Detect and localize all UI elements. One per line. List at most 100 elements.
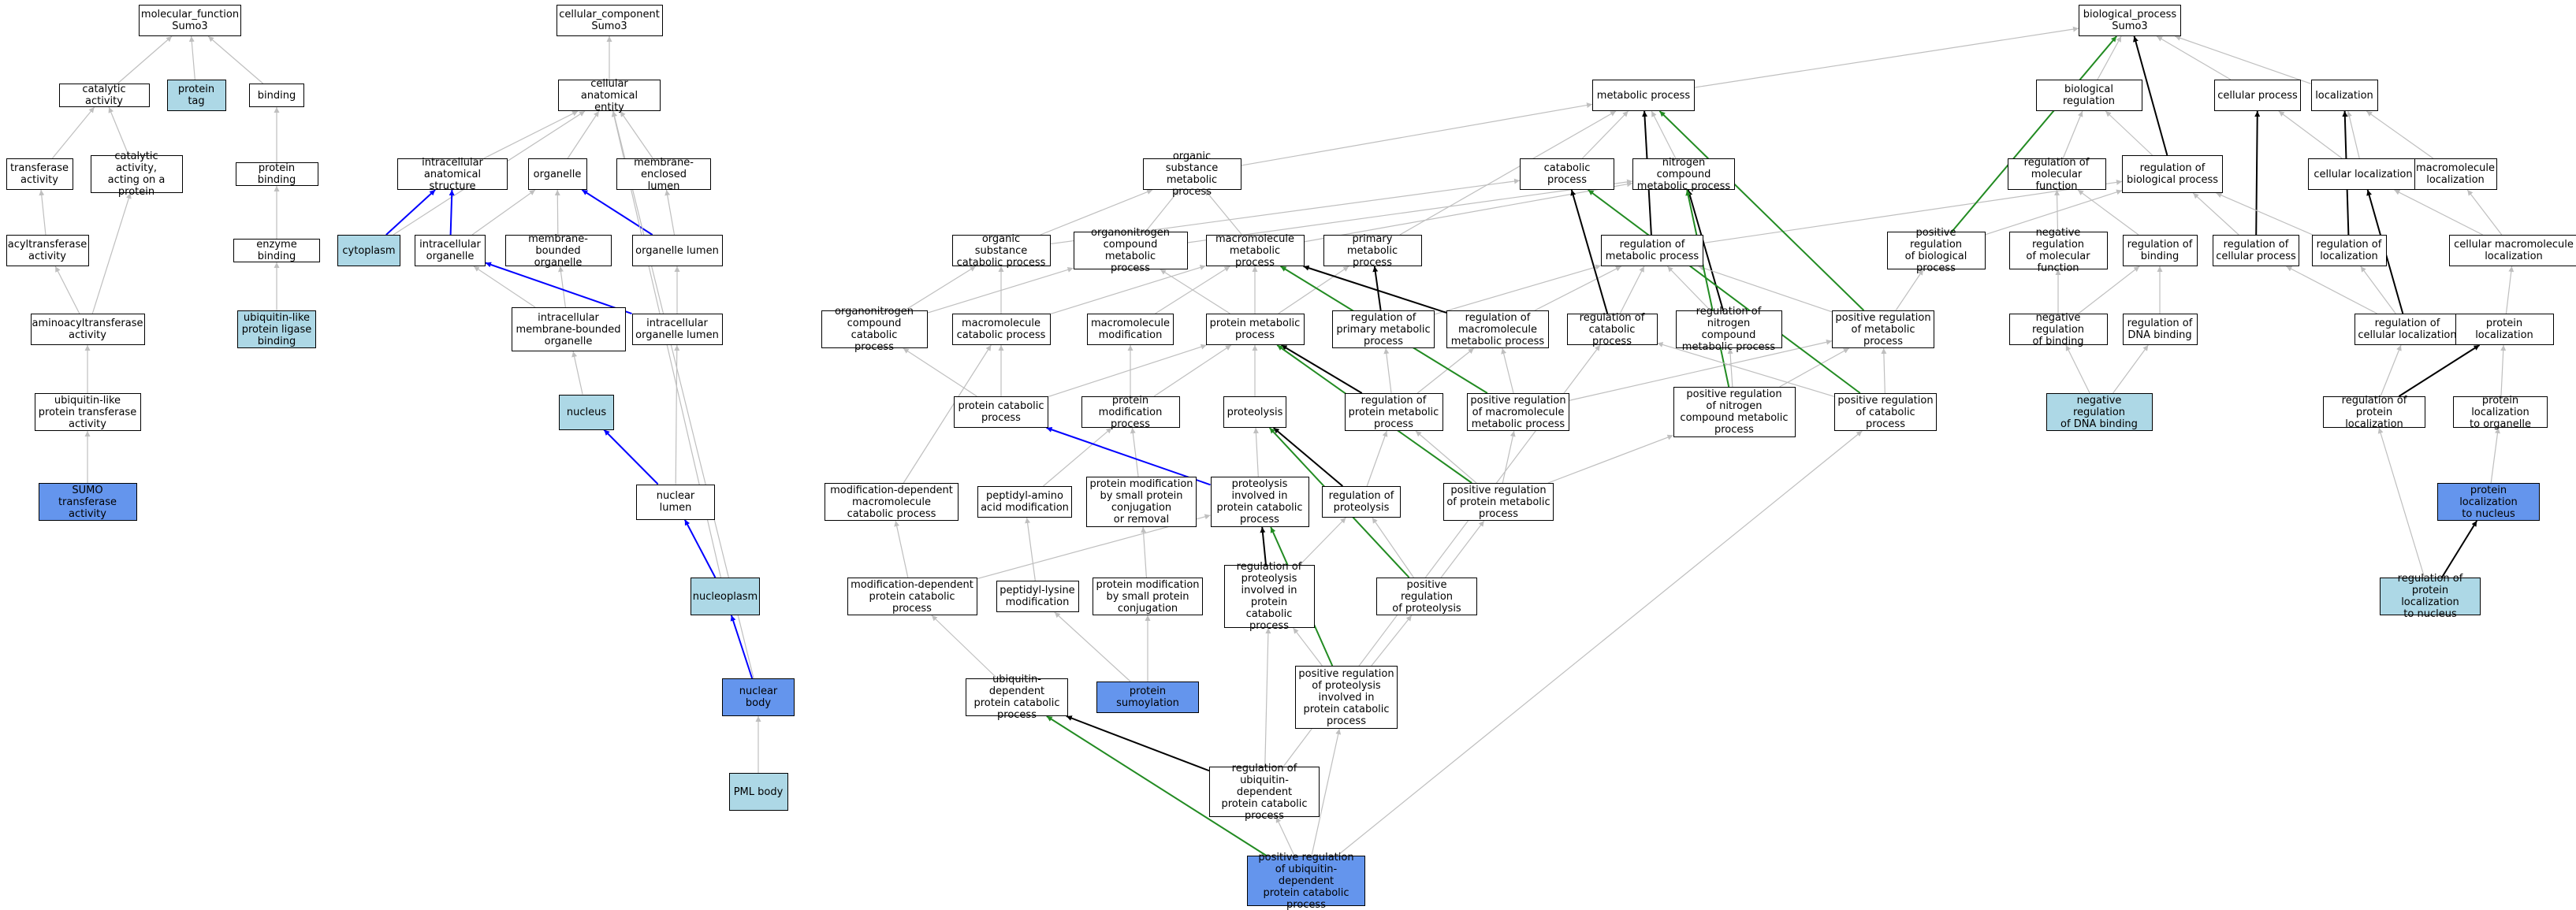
go-term-macroloc[interactable]: macromolecule localization [2414,158,2497,190]
edge-posregmet-to-posregbp [1895,269,1924,311]
go-term-ubdpcp[interactable]: ubiquitin-dependent protein catabolic pr… [966,674,1068,721]
go-term-regncmp[interactable]: regulation of nitrogen compound metaboli… [1675,306,1782,353]
go-term-ublike[interactable]: ubiquitin-like protein transferase activ… [34,393,141,431]
go-term-negregbind[interactable]: negative regulation of binding [2008,312,2108,347]
go-term-protcat[interactable]: protein catabolic process [954,396,1048,428]
go-term-binding[interactable]: binding [249,84,304,107]
go-term-regcloc[interactable]: regulation of cellular localization [2354,314,2461,345]
go-term-bioreg[interactable]: biological regulation [2035,80,2142,111]
go-term-negregdna[interactable]: negative regulation of DNA binding [2046,393,2153,431]
go-term-catproc[interactable]: catabolic process [1520,158,1614,190]
go-term-mdpcp[interactable]: modification-dependent protein catabolic… [847,578,977,615]
go-term-nucbody[interactable]: nuclear body [722,678,795,716]
go-term-regloc[interactable]: regulation of localization [2311,235,2387,266]
go-term-cytoplasm[interactable]: cytoplasm [337,235,400,266]
edge-regncmp-to-regmet [1666,266,1711,311]
go-term-regubd[interactable]: regulation of ubiquitin-dependent protei… [1209,763,1320,822]
go-term-catact[interactable]: catalytic activity [58,84,150,107]
go-term-regdna[interactable]: regulation of DNA binding [2122,314,2198,345]
go-term-regprotmet[interactable]: regulation of protein metabolic process [1344,393,1443,431]
go-term-icorg[interactable]: intracellular organelle [415,235,486,266]
go-term-pepaa[interactable]: peptidyl-amino acid modification [977,486,1072,518]
go-term-regproteo[interactable]: regulation of proteolysis [1322,486,1401,518]
go-term-bp[interactable]: biological_process Sumo3 [2079,5,2181,36]
go-term-mf[interactable]: molecular_function Sumo3 [139,5,241,36]
go-term-posregbp[interactable]: positive regulation of biological proces… [1886,227,1986,274]
go-term-oscp[interactable]: organic substance catabolic process [951,233,1051,269]
go-term-ncmp[interactable]: nitrogen compound metabolic process [1632,157,1735,192]
go-term-regpmp[interactable]: regulation of primary metabolic process [1332,310,1435,348]
go-term-protbind[interactable]: protein binding [235,162,318,186]
go-term-aminoacyl[interactable]: aminoacyltransferase activity [30,314,145,345]
go-term-orglumen[interactable]: organelle lumen [631,235,723,266]
go-term-regprotloc[interactable]: regulation of protein localization [2323,395,2425,430]
go-term-regbp[interactable]: regulation of biological process [2122,155,2223,193]
go-term-negregmf[interactable]: negative regulation of molecular functio… [2008,227,2108,274]
go-term-imbo[interactable]: intracellular membrane-bounded organelle [511,307,626,351]
go-term-nuclumen[interactable]: nuclear lumen [636,484,715,520]
go-term-mmp[interactable]: macromolecule metabolic process [1205,233,1305,269]
go-term-regcp[interactable]: regulation of cellular process [2213,235,2299,266]
edge-protmet-to-pmp [1278,266,1349,314]
go-term-cellloc[interactable]: cellular localization [2308,158,2418,190]
edge-icorg-to-organelle [471,189,536,236]
go-term-regbind[interactable]: regulation of binding [2122,235,2198,266]
go-term-regmf[interactable]: regulation of molecular function [2007,157,2106,192]
go-term-pmspc[interactable]: protein modification by small protein co… [1093,578,1203,615]
go-term-regpinv[interactable]: regulation of proteolysis involved in pr… [1223,561,1315,632]
go-term-nucleoplasm[interactable]: nucleoplasm [691,578,760,615]
go-term-posregncmp[interactable]: positive regulation of nitrogen compound… [1673,387,1796,437]
go-term-posregubd[interactable]: positive regulation of ubiquitin-depende… [1247,852,1365,910]
go-term-catprot[interactable]: catalytic activity, acting on a protein [90,150,183,198]
go-term-ias[interactable]: intracellular anatomical structure [397,157,508,192]
go-term-cellproc[interactable]: cellular process [2214,80,2301,111]
go-term-pmsp[interactable]: protein modification by small protein co… [1086,477,1197,527]
go-term-protlocorg[interactable]: protein localization to organelle [2453,395,2548,430]
go-term-acyl[interactable]: acyltransferase activity [6,235,89,266]
go-term-transf[interactable]: transferase activity [6,158,73,190]
go-term-protmod[interactable]: protein modification process [1081,395,1180,430]
go-term-posregpinv[interactable]: positive regulation of proteolysis invol… [1295,666,1398,729]
go-term-regmmp[interactable]: regulation of macromolecule metabolic pr… [1446,310,1549,348]
go-term-metproc[interactable]: metabolic process [1592,80,1695,111]
go-term-ubligbind[interactable]: ubiquitin-like protein ligase binding [237,310,316,348]
go-term-iol[interactable]: intracellular organelle lumen [631,314,723,345]
go-term-posregcat[interactable]: positive regulation of catabolic process [1834,393,1937,431]
go-term-protloc[interactable]: protein localization [2455,314,2554,345]
go-term-organelle[interactable]: organelle [527,158,587,190]
go-term-pmp[interactable]: primary metabolic process [1323,233,1422,269]
go-term-plocnuc[interactable]: protein localization to nucleus [2437,483,2540,521]
go-term-osmp[interactable]: organic substance metabolic process [1142,150,1241,198]
go-term-proteolysis[interactable]: proteolysis [1223,396,1286,428]
go-term-ptag[interactable]: protein tag [166,80,226,111]
go-term-onccp[interactable]: organonitrogen compound catabolic proces… [821,306,928,353]
go-term-nucleus[interactable]: nucleus [559,394,614,430]
go-term-cae[interactable]: cellular anatomical entity [558,78,661,113]
go-term-mcp[interactable]: macromolecule catabolic process [951,314,1051,345]
go-term-cc[interactable]: cellular_component Sumo3 [556,5,663,36]
edge-cellloc-to-cellproc [2278,110,2343,159]
go-term-oncmp[interactable]: organonitrogen compound metabolic proces… [1073,227,1188,274]
go-term-posregproteo[interactable]: positive regulation of proteolysis [1376,578,1477,615]
go-term-mmod[interactable]: macromolecule modification [1087,314,1174,345]
go-term-pml[interactable]: PML body [728,773,788,811]
go-term-pinvcat[interactable]: proteolysis involved in protein cataboli… [1210,477,1309,527]
go-term-cmloc[interactable]: cellular macromolecule localization [2448,235,2576,266]
go-term-mbo[interactable]: membrane-bounded organelle [504,233,612,269]
go-term-mdmcp[interactable]: modification-dependent macromolecule cat… [825,483,959,521]
go-term-mel[interactable]: membrane-enclosed lumen [616,157,711,192]
go-term-regmet[interactable]: regulation of metabolic process [1601,235,1703,266]
go-term-posregmet[interactable]: positive regulation of metabolic process [1832,310,1934,348]
go-term-posregprotmet[interactable]: positive regulation of protein metabolic… [1443,483,1554,521]
go-term-regplocnuc[interactable]: regulation of protein localization to nu… [2380,573,2481,620]
go-term-protmet[interactable]: protein metabolic process [1205,314,1305,345]
go-term-peplys[interactable]: peptidyl-lysine modification [996,581,1079,612]
go-term-posregmmp[interactable]: positive regulation of macromolecule met… [1467,393,1569,431]
go-term-sumoyl[interactable]: protein sumoylation [1096,682,1199,713]
go-term-sumotr[interactable]: SUMO transferase activity [38,483,137,521]
go-term-local[interactable]: localization [2310,80,2378,111]
go-term-regcat[interactable]: regulation of catabolic process [1566,312,1658,347]
go-term-enzbind[interactable]: enzyme binding [233,239,320,262]
edge-regcp-to-regbp [2192,192,2239,236]
